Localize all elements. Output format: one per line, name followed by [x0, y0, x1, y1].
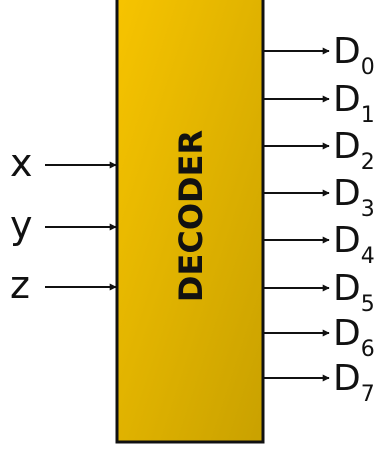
- output-label-subscript: 3: [361, 197, 375, 222]
- output-label-main: D: [333, 173, 361, 214]
- output-label: D4: [333, 220, 375, 269]
- output-label: D1: [333, 79, 375, 128]
- input-label: y: [10, 203, 33, 247]
- output-label: D6: [333, 313, 375, 362]
- output-d6: D6: [263, 313, 375, 362]
- input-label: x: [10, 141, 33, 185]
- output-label: D0: [333, 31, 375, 80]
- output-label-subscript: 5: [361, 292, 375, 317]
- output-label-main: D: [333, 31, 361, 72]
- output-label: D3: [333, 173, 375, 222]
- output-label: D7: [333, 358, 375, 407]
- decoder-title: DECODER: [172, 130, 210, 302]
- output-d2: D2: [263, 126, 375, 175]
- output-label-subscript: 0: [361, 55, 375, 80]
- output-label-subscript: 6: [361, 337, 375, 362]
- output-d3: D3: [263, 173, 375, 222]
- output-label-subscript: 7: [361, 382, 375, 407]
- output-d0: D0: [263, 31, 375, 80]
- output-label-main: D: [333, 268, 361, 309]
- output-label-subscript: 4: [361, 244, 375, 269]
- output-label-main: D: [333, 126, 361, 167]
- output-label: D2: [333, 126, 375, 175]
- output-label-main: D: [333, 358, 361, 399]
- output-label-subscript: 1: [361, 103, 375, 128]
- decoder-block: [115, 0, 265, 444]
- input-y: y: [10, 203, 117, 247]
- output-label-subscript: 2: [361, 150, 375, 175]
- input-label: z: [10, 263, 30, 307]
- input-x: x: [10, 141, 117, 185]
- input-z: z: [10, 263, 117, 307]
- output-label-main: D: [333, 220, 361, 261]
- output-d5: D5: [263, 268, 375, 317]
- output-d7: D7: [263, 358, 375, 407]
- output-label-main: D: [333, 79, 361, 120]
- inputs-group: xyz: [10, 141, 117, 307]
- output-d1: D1: [263, 79, 375, 128]
- output-label-main: D: [333, 313, 361, 354]
- output-label: D5: [333, 268, 375, 317]
- output-d4: D4: [263, 220, 375, 269]
